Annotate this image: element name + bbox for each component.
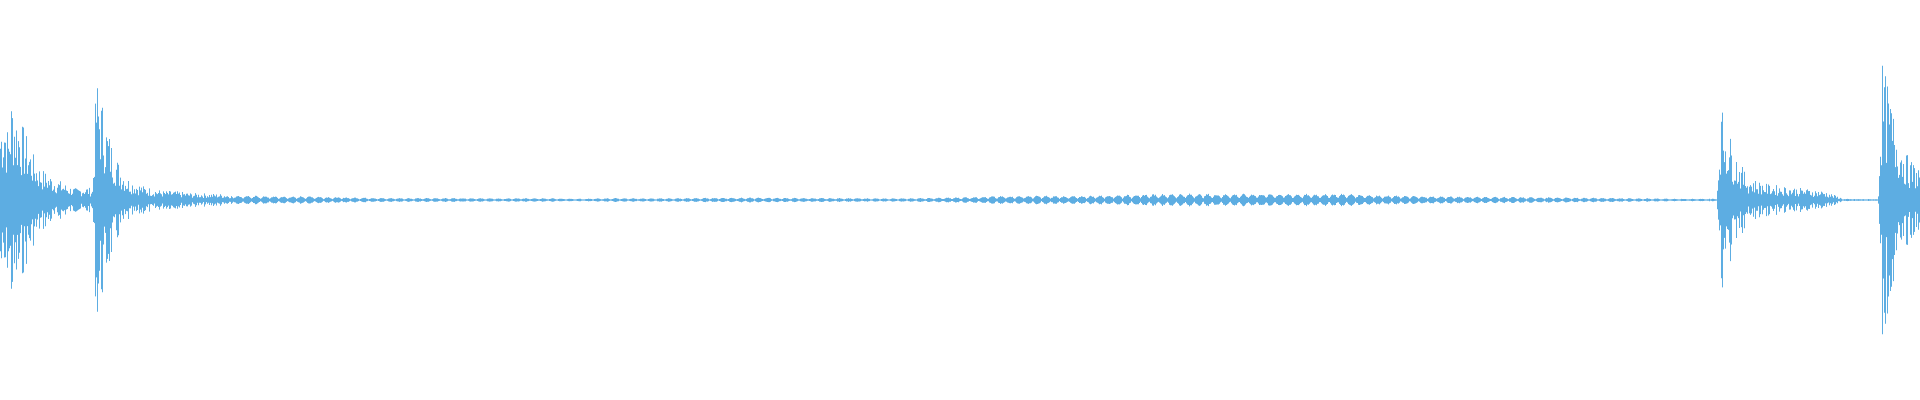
waveform-graphic [0, 65, 1920, 335]
audio-waveform [0, 65, 1920, 335]
